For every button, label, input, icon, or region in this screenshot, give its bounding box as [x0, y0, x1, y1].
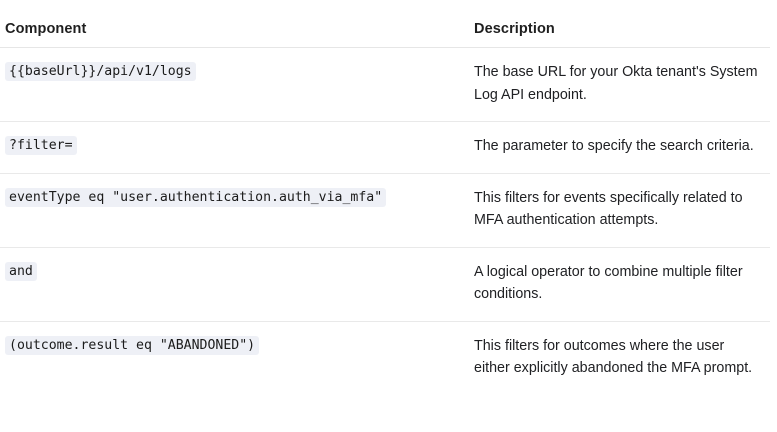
component-description-table: Component Description {{baseUrl}}/api/v1… — [0, 0, 770, 395]
table-row: {{baseUrl}}/api/v1/logs The base URL for… — [0, 47, 770, 122]
description-text: A logical operator to combine multiple f… — [474, 263, 743, 303]
cell-description: The base URL for your Okta tenant's Syst… — [437, 47, 770, 122]
description-text: The base URL for your Okta tenant's Syst… — [474, 64, 758, 103]
component-cell-content: ?filter= — [0, 122, 437, 172]
cell-component: and — [0, 247, 437, 322]
component-cell-content: eventType eq "user.authentication.auth_v… — [0, 174, 437, 224]
code-snippet-outcome-result: (outcome.result eq "ABANDONED") — [5, 335, 260, 355]
description-text: This filters for events specifically rel… — [474, 189, 743, 229]
cell-component: ?filter= — [0, 121, 437, 174]
component-cell-content: {{baseUrl}}/api/v1/logs — [0, 48, 437, 98]
description-cell-content: The parameter to specify the search crit… — [437, 122, 770, 173]
cell-component: eventType eq "user.authentication.auth_v… — [0, 173, 437, 248]
component-cell-content: and — [0, 248, 437, 298]
table-row: eventType eq "user.authentication.auth_v… — [0, 173, 770, 248]
code-snippet-filter-param: ?filter= — [5, 136, 77, 155]
description-text: The parameter to specify the search crit… — [474, 138, 754, 154]
cell-description: This filters for outcomes where the user… — [437, 321, 770, 395]
table-row: ?filter= The parameter to specify the se… — [0, 121, 770, 174]
cell-component: (outcome.result eq "ABANDONED") — [0, 321, 437, 395]
table-row: (outcome.result eq "ABANDONED") This fil… — [0, 321, 770, 395]
description-text: This filters for outcomes where the user… — [474, 337, 753, 377]
table-row: and A logical operator to combine multip… — [0, 247, 770, 322]
description-cell-content: This filters for outcomes where the user… — [437, 322, 770, 395]
cell-description: The parameter to specify the search crit… — [437, 121, 770, 174]
code-snippet-and-operator: and — [5, 261, 37, 281]
code-snippet-base-url: {{baseUrl}}/api/v1/logs — [5, 62, 196, 81]
cell-description: A logical operator to combine multiple f… — [437, 247, 770, 322]
component-cell-content: (outcome.result eq "ABANDONED") — [0, 322, 437, 372]
table-header: Component Description — [0, 0, 770, 48]
table-header-row: Component Description — [0, 0, 770, 48]
description-cell-content: A logical operator to combine multiple f… — [437, 248, 770, 321]
cell-component: {{baseUrl}}/api/v1/logs — [0, 47, 437, 122]
table-body: {{baseUrl}}/api/v1/logs The base URL for… — [0, 47, 770, 395]
cell-description: This filters for events specifically rel… — [437, 173, 770, 248]
code-snippet-event-type: eventType eq "user.authentication.auth_v… — [5, 187, 387, 207]
description-cell-content: This filters for events specifically rel… — [437, 174, 770, 247]
column-header-description: Description — [437, 0, 770, 48]
column-header-component: Component — [0, 0, 437, 48]
description-cell-content: The base URL for your Okta tenant's Syst… — [437, 48, 770, 121]
